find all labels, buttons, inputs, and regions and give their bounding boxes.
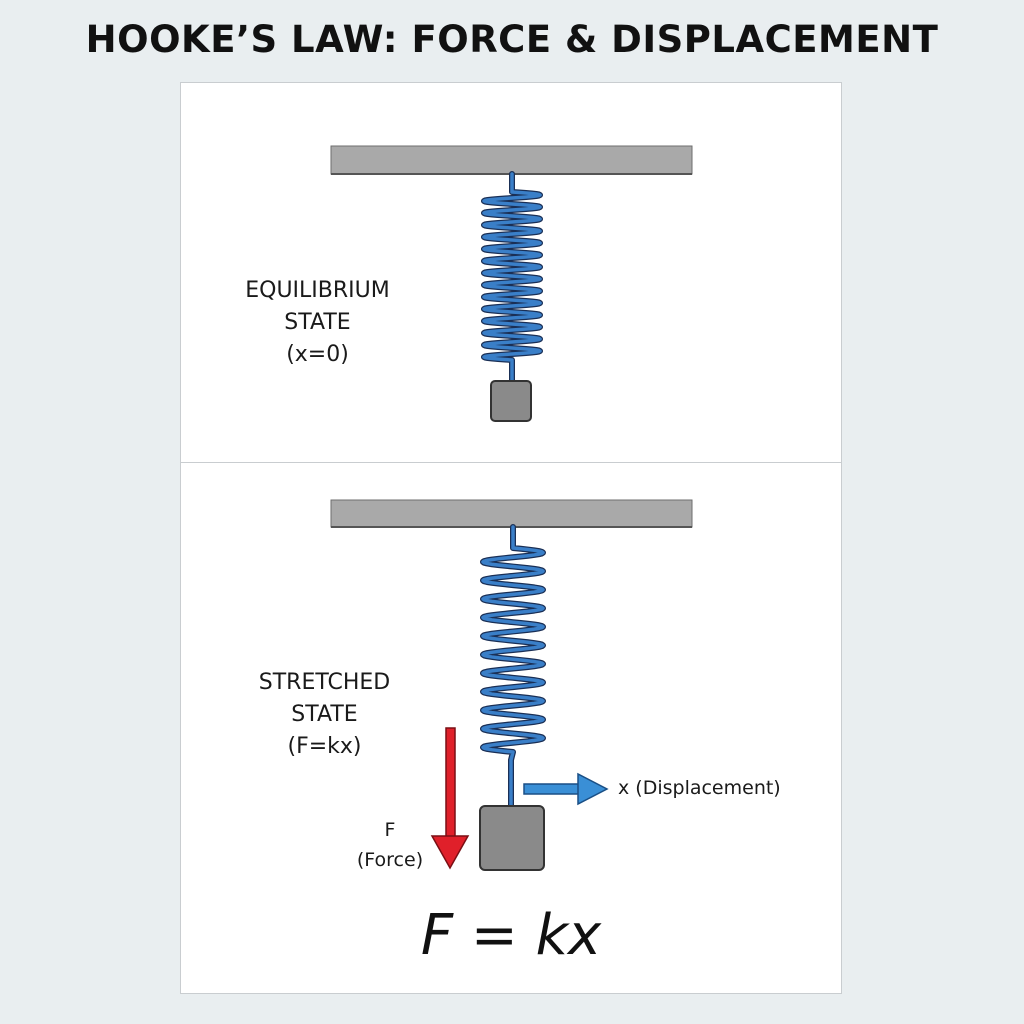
stretched-panel [180,462,842,994]
equilibrium-label-line2: STATE [284,310,351,335]
stretched-label-line3: (F=kx) [287,734,362,759]
equilibrium-label-line3: (x=0) [286,342,349,367]
equilibrium-label-line1: EQUILIBRIUM [245,278,390,303]
arrow-down-icon [430,727,470,870]
force-label-line2: (Force) [356,849,424,871]
spring-icon [481,171,543,384]
arrow-right-icon [523,772,609,806]
mass-block-icon [479,805,545,871]
equilibrium-label: EQUILIBRIUM STATE (x=0) [205,275,430,371]
stretched-label-line1: STRETCHED [258,670,391,695]
hookes-law-equation: F = kx [420,903,602,968]
spring-icon [480,524,546,809]
displacement-label: x (Displacement) [618,777,781,799]
spring-coil [482,172,542,383]
force-label-line1: F [384,819,396,841]
mass-block-icon [490,380,532,422]
ceiling-bar-icon [330,499,693,528]
spring-coil [481,525,545,808]
force-label: F (Force) [340,815,440,875]
stretched-label: STRETCHED STATE (F=kx) [212,667,437,763]
page-title: HOOKE’S LAW: FORCE & DISPLACEMENT [85,18,939,61]
ceiling-bar-icon [330,145,693,175]
stretched-label-line2: STATE [291,702,358,727]
